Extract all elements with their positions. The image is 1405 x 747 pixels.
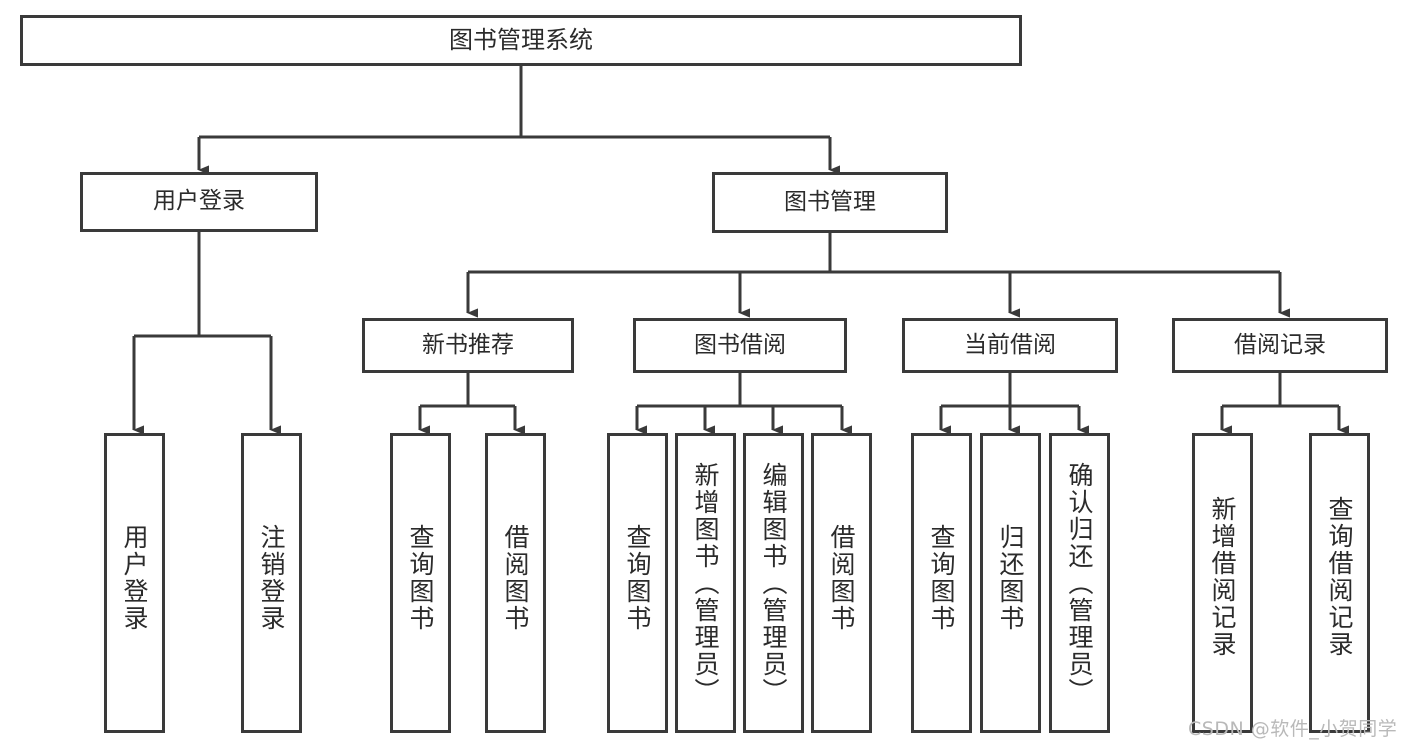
leaf-new-book-borrow[interactable]: 借阅图书 bbox=[485, 433, 546, 733]
leaf-current-borrow-return[interactable]: 归还图书 bbox=[980, 433, 1041, 733]
node-label: 图书借阅 bbox=[694, 331, 786, 358]
node-label: 图书管理系统 bbox=[449, 26, 593, 55]
leaf-current-borrow-query[interactable]: 查询图书 bbox=[911, 433, 972, 733]
node-book-borrow[interactable]: 图书借阅 bbox=[633, 318, 847, 373]
node-new-book-recommend[interactable]: 新书推荐 bbox=[362, 318, 574, 373]
leaf-user-login-signin[interactable]: 用户登录 bbox=[104, 433, 165, 733]
node-label: 确认归还（管理员） bbox=[1065, 462, 1094, 705]
leaf-new-book-query[interactable]: 查询图书 bbox=[390, 433, 451, 733]
node-label: 借阅记录 bbox=[1234, 331, 1326, 358]
node-borrow-record[interactable]: 借阅记录 bbox=[1172, 318, 1388, 373]
node-label: 查询图书 bbox=[927, 524, 956, 632]
node-label: 编辑图书（管理员） bbox=[759, 462, 788, 705]
node-label: 归还图书 bbox=[996, 524, 1025, 632]
node-label: 查询借阅记录 bbox=[1325, 496, 1354, 658]
node-label: 借阅图书 bbox=[501, 524, 530, 632]
leaf-borrow-record-query[interactable]: 查询借阅记录 bbox=[1309, 433, 1370, 733]
node-book-management[interactable]: 图书管理 bbox=[712, 172, 948, 233]
leaf-book-borrow-borrow[interactable]: 借阅图书 bbox=[811, 433, 872, 733]
node-label: 新增借阅记录 bbox=[1208, 496, 1237, 658]
node-label: 查询图书 bbox=[406, 524, 435, 632]
leaf-book-borrow-query[interactable]: 查询图书 bbox=[607, 433, 668, 733]
node-current-borrow[interactable]: 当前借阅 bbox=[902, 318, 1118, 373]
csdn-watermark: CSDN @软件_小贺同学 bbox=[1188, 718, 1398, 740]
node-label: 当前借阅 bbox=[964, 331, 1056, 358]
leaf-book-borrow-add[interactable]: 新增图书（管理员） bbox=[675, 433, 736, 733]
node-label: 注销登录 bbox=[257, 524, 286, 632]
node-label: 用户登录 bbox=[153, 188, 245, 215]
node-label: 新增图书（管理员） bbox=[691, 462, 720, 705]
node-label: 用户登录 bbox=[120, 524, 149, 632]
node-label: 查询图书 bbox=[623, 524, 652, 632]
leaf-book-borrow-edit[interactable]: 编辑图书（管理员） bbox=[743, 433, 804, 733]
node-label: 借阅图书 bbox=[827, 524, 856, 632]
leaf-user-login-signout[interactable]: 注销登录 bbox=[241, 433, 302, 733]
node-root-system[interactable]: 图书管理系统 bbox=[20, 15, 1022, 66]
leaf-current-borrow-confirm-return[interactable]: 确认归还（管理员） bbox=[1049, 433, 1110, 733]
node-user-login[interactable]: 用户登录 bbox=[80, 172, 318, 232]
node-label: 图书管理 bbox=[784, 188, 876, 215]
node-label: 新书推荐 bbox=[422, 331, 514, 358]
leaf-borrow-record-add[interactable]: 新增借阅记录 bbox=[1192, 433, 1253, 733]
